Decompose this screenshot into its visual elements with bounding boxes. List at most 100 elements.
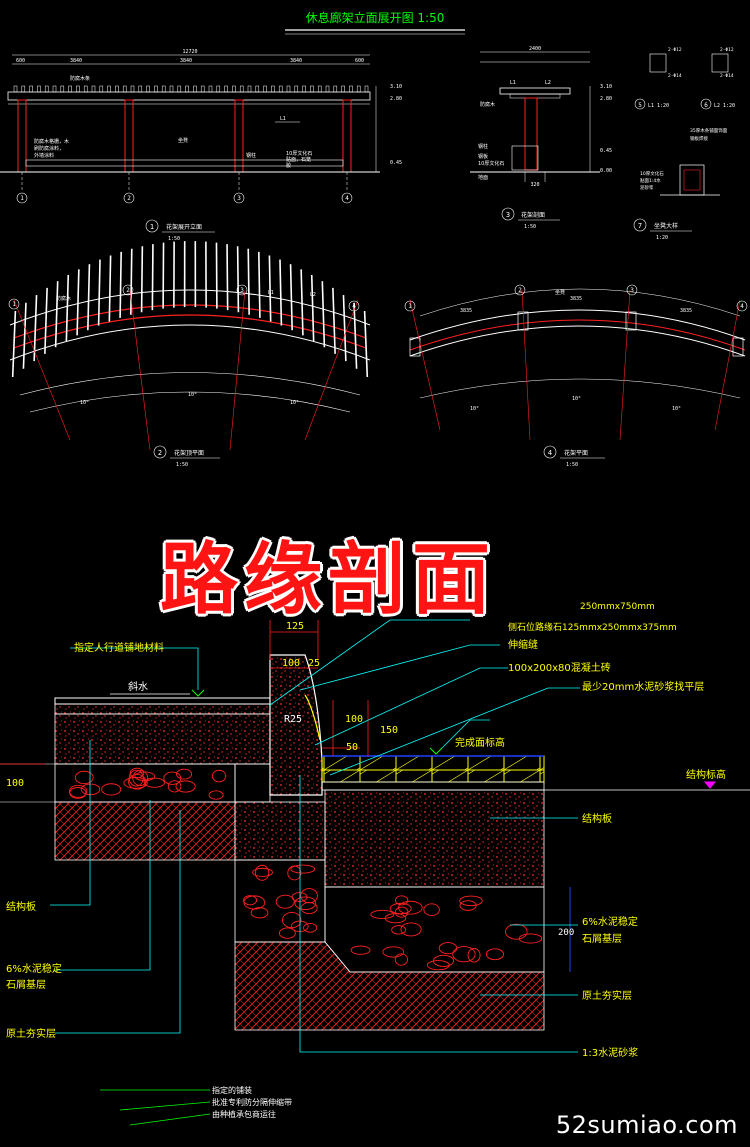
roof-slat-plan bbox=[353, 302, 358, 369]
roof-slat bbox=[364, 85, 369, 93]
roof-slat-plan bbox=[44, 287, 48, 354]
roof-slat-plan bbox=[11, 310, 17, 378]
roof-slat bbox=[278, 85, 283, 93]
roof-slat bbox=[83, 85, 88, 93]
pebble bbox=[80, 783, 101, 796]
curb-dim-left-100: 100 bbox=[6, 778, 24, 789]
plan4-grid-4: 4 bbox=[740, 303, 744, 310]
sec3-rdim-0: 3.10 bbox=[600, 84, 612, 90]
curb-label-finish: 完成面标高 bbox=[455, 736, 505, 749]
roof-slat bbox=[122, 85, 127, 93]
plan-2: 1 2 3 4 防腐木 L1 L2 10° 10° 10° 2 花架顶平面 1:… bbox=[8, 241, 371, 468]
plan4-grid-3: 3 bbox=[630, 287, 634, 294]
sec3-label-column: 钢柱 bbox=[478, 143, 488, 150]
pebble bbox=[400, 922, 422, 937]
roof-slat bbox=[349, 85, 353, 93]
elev-note-top: 防腐木条 bbox=[70, 75, 90, 82]
roof-slat bbox=[271, 85, 275, 93]
roof-slat bbox=[302, 85, 306, 93]
pebble bbox=[128, 774, 147, 790]
roof-slat bbox=[29, 85, 33, 93]
elev-rdim-1: 2.80 bbox=[390, 96, 402, 102]
pebble bbox=[394, 895, 409, 906]
d6-dim-top: 2-Φ12 bbox=[720, 47, 734, 53]
curb-label-struct-elev: 结构标高 bbox=[686, 768, 726, 781]
elev-grid-2: 2 bbox=[127, 195, 131, 202]
roof-slat bbox=[310, 85, 314, 93]
elev-label-l1: L1 bbox=[280, 116, 286, 122]
elev-note-column: 钢柱 bbox=[246, 152, 256, 159]
roof-slat bbox=[239, 85, 244, 93]
elev-caption-scale: 1:50 bbox=[168, 236, 180, 242]
d7-note-3: 贴面1:4水 bbox=[640, 177, 661, 184]
roof-slat-plan bbox=[332, 287, 336, 354]
sec3-caption-scale: 1:50 bbox=[524, 224, 536, 230]
plan2-angle-3: 10° bbox=[290, 400, 299, 406]
plan4-dim-2: 3835 bbox=[570, 296, 582, 302]
sec3-label-l2: L2 bbox=[545, 80, 551, 86]
sec3-dim-bottom: 320 bbox=[530, 182, 539, 188]
sec3-rdim-3: 0.00 bbox=[600, 168, 612, 174]
d5-num: 5 bbox=[638, 102, 642, 109]
roof-slat-plan bbox=[247, 248, 250, 315]
sec3-label-plate: 钢板 bbox=[478, 153, 488, 160]
roof-slat-plan bbox=[108, 255, 112, 322]
pebble bbox=[282, 911, 302, 929]
d7-note-1: 钢板焊接 bbox=[690, 135, 708, 142]
roof-slat bbox=[333, 85, 338, 93]
roof-slat-plan bbox=[119, 251, 122, 318]
pebble bbox=[167, 780, 182, 793]
pebble bbox=[389, 902, 412, 915]
roof-slat bbox=[107, 85, 111, 93]
pebble bbox=[69, 784, 88, 798]
pebble bbox=[254, 864, 270, 881]
curb-label-mortar: 最少20mm水泥砂浆找平层 bbox=[582, 680, 704, 693]
pebble bbox=[290, 864, 316, 874]
plan4-label-seat: 坐凳 bbox=[555, 289, 565, 296]
plan4-angle-2: 10° bbox=[572, 396, 581, 402]
roof-slat bbox=[76, 85, 80, 93]
elev-dim-0: 600 bbox=[16, 58, 25, 64]
elev-note-seat: 坐凳 bbox=[178, 137, 188, 144]
elevation-1: 12720 600 3840 3840 3840 600 1 2 3 4 防腐木… bbox=[0, 49, 402, 242]
elev-note-left-3: 外墙涂料 bbox=[34, 152, 54, 159]
pebble bbox=[391, 925, 407, 935]
plan2-grid-1: 1 bbox=[12, 301, 16, 308]
roof-slat bbox=[247, 85, 252, 93]
curb-label-gravel-left-1: 6%水泥稳定 bbox=[6, 962, 62, 975]
roof-slat bbox=[99, 85, 104, 93]
roof-slat bbox=[138, 85, 143, 93]
top-title: 休息廊架立面展开图 1:50 bbox=[306, 10, 445, 25]
plan2-caption-scale: 1:50 bbox=[176, 462, 188, 468]
roof-slat bbox=[193, 85, 197, 93]
roof-slat bbox=[91, 85, 96, 93]
d7-note-0: 35厚木条铺面饰面 bbox=[690, 127, 728, 134]
plan2-angle-1: 10° bbox=[80, 400, 89, 406]
elev-grid-4: 4 bbox=[345, 195, 349, 202]
curb-label-soil-left: 原土夯实层 bbox=[6, 1027, 56, 1040]
d5-dim-bottom: 2-Φ14 bbox=[668, 73, 682, 79]
roof-slat bbox=[224, 85, 228, 93]
plan2-grid-2: 2 bbox=[126, 287, 130, 294]
bottom-note-1: 批准专利防分隔伸缩带 bbox=[212, 1097, 292, 1107]
pebble bbox=[303, 922, 318, 933]
d7-text: 坐凳大样 bbox=[654, 222, 678, 230]
roof-slat-plan bbox=[140, 246, 144, 313]
sec3-caption-num: 3 bbox=[506, 211, 510, 219]
pebble bbox=[350, 945, 371, 955]
roof-slat bbox=[60, 85, 65, 93]
pebble bbox=[485, 948, 505, 961]
pebble bbox=[459, 895, 483, 907]
elev-note-left-2: 刷防腐涂料， bbox=[34, 145, 64, 152]
pebble bbox=[294, 896, 317, 910]
curb-dim-150: 150 bbox=[380, 725, 398, 736]
roof-slat-plan bbox=[236, 246, 240, 313]
elev-caption-text: 花架展开立面 bbox=[166, 223, 202, 231]
elev-note-stone: 10厚文化石 bbox=[286, 150, 312, 157]
elev-caption-num: 1 bbox=[150, 223, 154, 231]
pebble bbox=[370, 909, 395, 920]
plan4-caption-num: 4 bbox=[548, 449, 552, 457]
roof-slat bbox=[185, 85, 189, 93]
roof-slat bbox=[44, 85, 49, 93]
plan4-caption-scale: 1:50 bbox=[566, 462, 578, 468]
